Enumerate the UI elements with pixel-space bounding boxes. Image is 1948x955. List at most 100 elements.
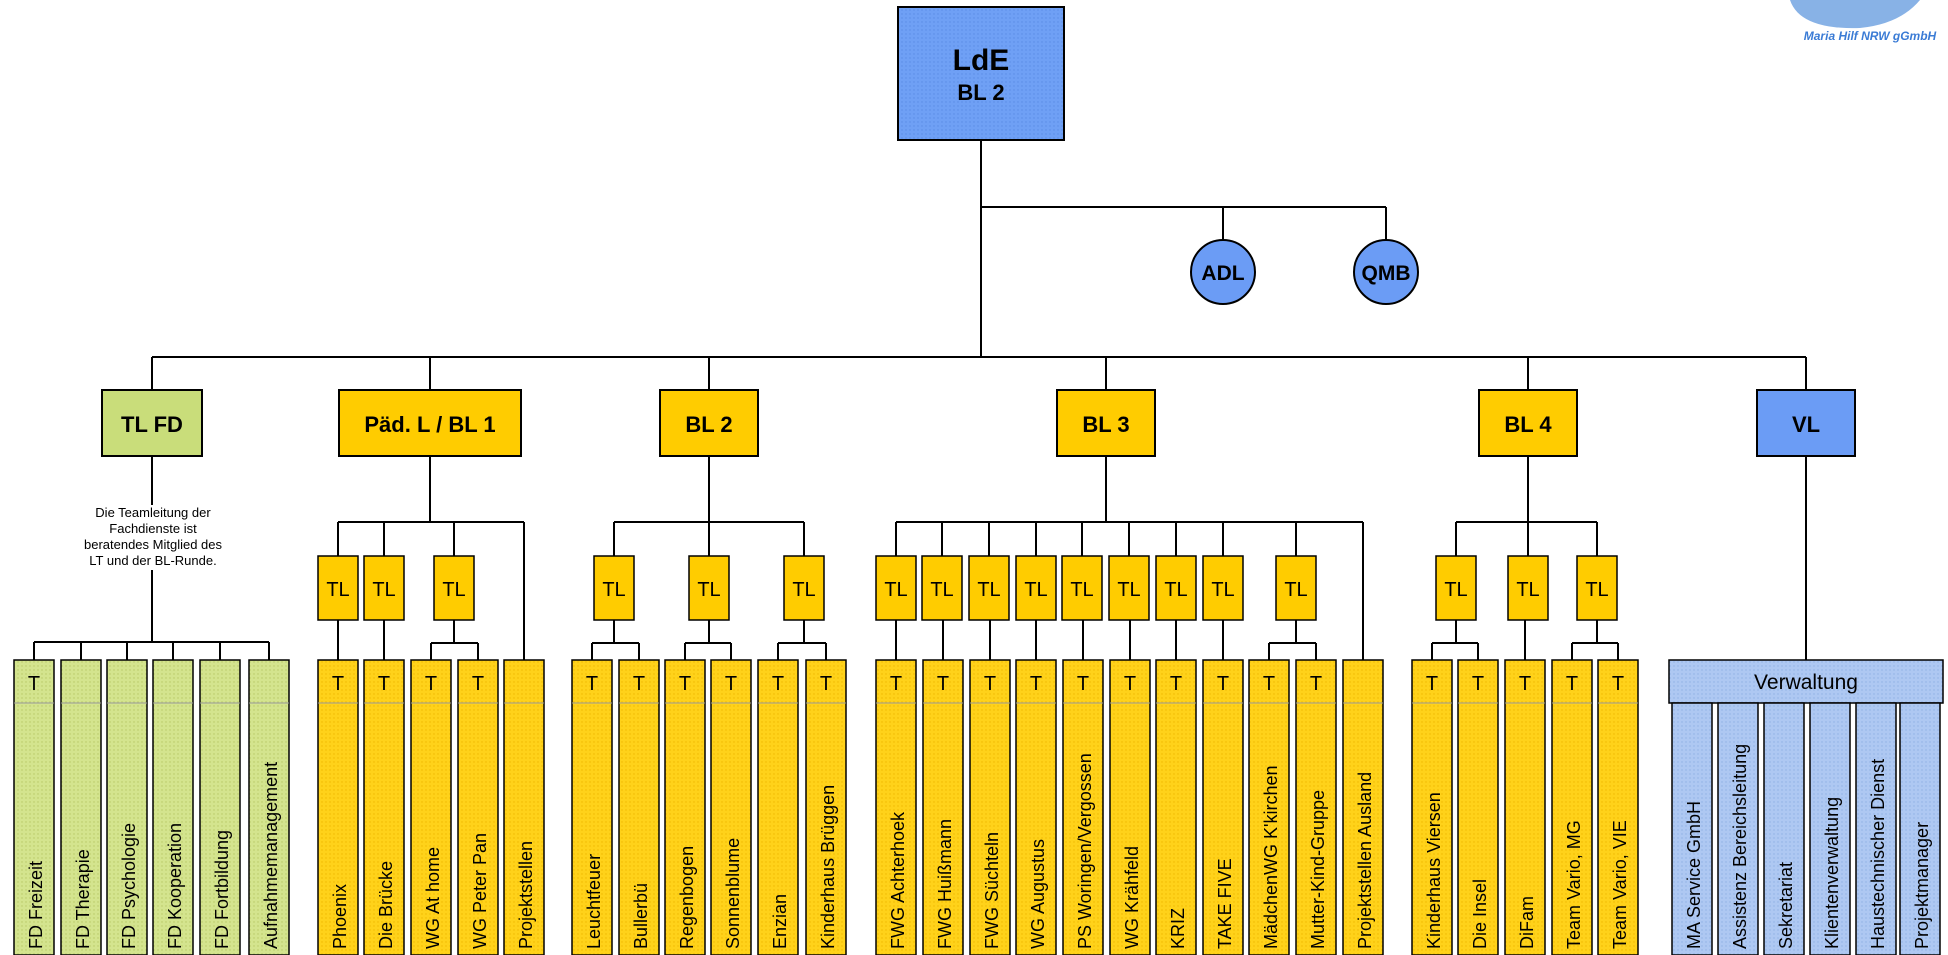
unit-column: Aufnahmemanagement [248,659,290,955]
team-lead-label: TL [884,579,907,601]
unit-header: T [1612,673,1624,695]
team-lead-box [1435,555,1477,621]
unit-name: Bullerbü [631,883,651,949]
unit-box [1411,659,1453,955]
unit-column: FD Therapie [60,659,102,955]
unit-box [248,659,290,955]
unit-box [13,659,55,955]
team-lead-box [921,555,963,621]
tlfd-note: Die Teamleitung der Fachdienste ist bera… [84,505,223,568]
unit-box [1248,659,1290,955]
team-lead-box [968,555,1010,621]
unit-header: T [633,673,645,695]
unit-column: T Sonnenblume [710,659,752,955]
unit-header: T [586,673,598,695]
unit-box [757,659,799,955]
team-lead-box [1202,555,1244,621]
logo: Maria Hilf NRW gGmbH [1790,0,1937,43]
unit-box [1202,659,1244,955]
team-lead-box [317,555,359,621]
unit-column: TWG At home [410,659,452,955]
unit-column: Projektstellen Ausland [1342,659,1384,955]
unit-box [1809,702,1851,955]
unit-box [457,659,499,955]
unit-box [1155,659,1197,955]
team-lead-box [783,555,825,621]
connectors-top [152,140,1806,358]
unit-box [969,659,1011,955]
staff-node-qmb: QMB [1353,239,1419,305]
unit-box [1763,702,1805,955]
team-lead-label: TL [1585,579,1608,601]
unit-name: FD Kooperation [165,823,185,949]
unit-box [363,659,405,955]
unit-name: Projektstellen Ausland [1355,772,1375,949]
unit-header: T [725,673,737,695]
unit-box [1504,659,1546,955]
unit-box [60,659,102,955]
unit-name: Projektstellen [516,841,536,949]
top-node-title: LdE [953,44,1010,77]
team-lead-label: TL [1284,579,1307,601]
team-lead-label: TL [326,579,349,601]
team-lead-label: TL [977,579,1000,601]
unit-name: Phoenix [330,884,350,949]
unit-box [1109,659,1151,955]
unit-column: TFD Freizeit [13,659,55,955]
department-label: VL [1792,412,1820,437]
unit-header: T [937,673,949,695]
team-lead-label: TL [1024,579,1047,601]
unit-column: TWG Krähfeld [1109,659,1151,955]
unit-name: Die Insel [1470,879,1490,949]
unit-box [1855,702,1897,955]
team-lead-box [433,555,475,621]
tlfd-note-line: beratendes Mitglied des [84,537,223,552]
unit-name: WG Peter Pan [470,833,490,949]
unit-column: FD Fortbildung [199,659,241,955]
group-label: Verwaltung [1754,671,1858,694]
unit-column: Projektmanager [1899,702,1941,955]
unit-box [1342,659,1384,955]
unit-box [875,659,917,955]
unit-box [1295,659,1337,955]
unit-header: T [425,673,437,695]
tlfd-note-line: LT und der BL-Runde. [89,553,216,568]
unit-header: T [820,673,832,695]
unit-name: FD Psychologie [119,823,139,949]
unit-name: DiFam [1517,896,1537,949]
unit-name: Kinderhaus Brüggen [818,785,838,949]
team-lead-label: TL [1211,579,1234,601]
unit-column: TWG Augustus [1015,659,1057,955]
team-lead-label: TL [1117,579,1140,601]
unit-name: Sonnenblume [723,838,743,949]
department-label: TL FD [121,412,183,437]
team-lead-label: TL [442,579,465,601]
unit-column: T Bullerbü [618,659,660,955]
unit-name: WG Augustus [1028,839,1048,949]
unit-header: T [1263,673,1275,695]
unit-box [571,659,613,955]
unit-box [1015,659,1057,955]
unit-name: FD Therapie [73,849,93,949]
unit-box [1551,659,1593,955]
team-lead-label: TL [697,579,720,601]
unit-box [664,659,706,955]
unit-name: Team Vario, MG [1564,820,1584,949]
unit-header: T [1310,673,1322,695]
unit-name: Assistenz Bereichsleitung [1730,744,1750,949]
unit-box [410,659,452,955]
unit-box [199,659,241,955]
department-box [1478,389,1578,457]
